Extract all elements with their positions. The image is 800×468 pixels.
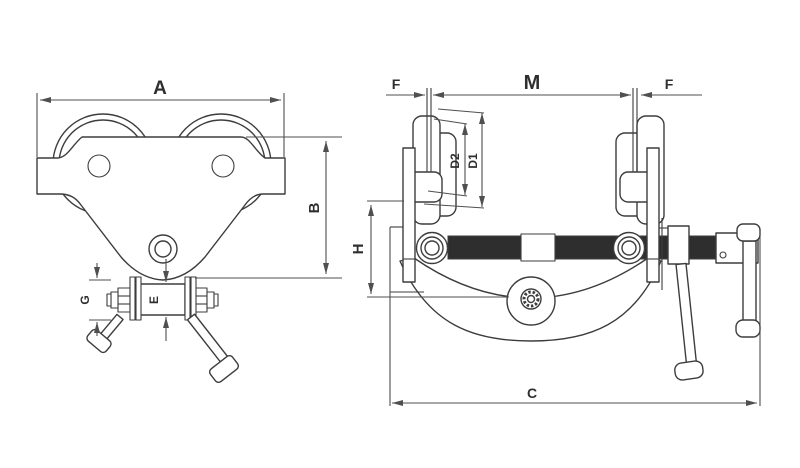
center-hub — [506, 276, 556, 326]
plate-hole-left — [87, 154, 111, 178]
side-plate-edge-4 — [190, 276, 197, 321]
dim-c: C — [389, 227, 761, 406]
suspension-eye-inner — [154, 240, 172, 258]
crank-slide-block — [667, 225, 690, 265]
dim-g: G — [78, 263, 111, 336]
dim-label-f-right: F — [665, 76, 674, 92]
tommy-bar-top-knob — [736, 223, 761, 242]
dim-label-b: B — [306, 202, 323, 213]
boss-left — [415, 231, 449, 265]
tommy-bar-shaft — [742, 240, 757, 323]
dim-d2: D2 — [427, 118, 468, 197]
dim-label-d2: D2 — [448, 153, 462, 169]
dim-d2-leader-top — [433, 118, 468, 125]
dim-m: M — [433, 72, 631, 98]
side-plate-edge-1 — [129, 276, 136, 321]
short-handle-grip — [86, 328, 112, 354]
axle-nut-left-step — [110, 291, 119, 309]
dim-label-d1: D1 — [466, 153, 480, 169]
boss-right-inner — [621, 240, 637, 256]
dim-h: H — [350, 200, 509, 298]
tommy-bar-bottom-knob — [735, 319, 761, 338]
dim-b: B — [195, 136, 342, 279]
dim-a: A — [36, 78, 285, 157]
center-hub-pin — [526, 294, 536, 304]
short-handle — [86, 313, 124, 354]
dimensions: A B G E F M F — [36, 72, 761, 406]
axle-nut-right-cap — [213, 293, 219, 307]
crank-grip — [674, 360, 704, 381]
clamp-frame — [390, 147, 670, 293]
end-block-hole — [719, 251, 727, 259]
suspension-eye — [148, 234, 178, 264]
side-view — [390, 88, 761, 381]
crank-handle — [667, 225, 704, 381]
axle-nut-right-step — [206, 291, 215, 309]
dim-label-a: A — [153, 78, 167, 99]
side-plate-edge-3 — [184, 276, 191, 321]
boss-right — [612, 231, 646, 265]
dim-d2-leader-bottom — [427, 190, 468, 197]
dim-f-right: F — [641, 76, 702, 98]
center-hub-gear — [522, 290, 540, 308]
dim-label-f-left: F — [392, 76, 401, 92]
dim-e: E — [147, 259, 169, 341]
dim-label-c: C — [527, 385, 537, 401]
dim-label-g: G — [78, 295, 92, 304]
jaw-plate-left — [402, 147, 416, 283]
dim-d1-leader-top — [437, 108, 485, 114]
tommy-bar — [715, 223, 761, 338]
long-handle-grip — [208, 354, 240, 384]
axle-assembly — [106, 276, 219, 321]
crank-shaft — [675, 262, 698, 365]
dim-label-h: H — [350, 244, 367, 255]
dim-d1: D1 — [423, 108, 485, 209]
side-plate-edge-2 — [135, 276, 142, 321]
dim-label-e: E — [147, 296, 161, 304]
boss-left-inner — [424, 240, 440, 256]
axle-nut-left-cap — [106, 293, 112, 307]
axle-nut-right — [194, 287, 208, 313]
dim-f-left: F — [386, 76, 425, 98]
long-handle — [186, 313, 240, 384]
jaw-plate-right — [646, 147, 660, 283]
front-view — [36, 113, 286, 384]
dim-label-m: M — [524, 72, 541, 94]
dim-d1-leader-bottom — [423, 203, 485, 209]
plate-hole-right — [211, 154, 235, 178]
spindle-travel-nut — [520, 233, 556, 262]
axle-nut-left — [117, 287, 131, 313]
